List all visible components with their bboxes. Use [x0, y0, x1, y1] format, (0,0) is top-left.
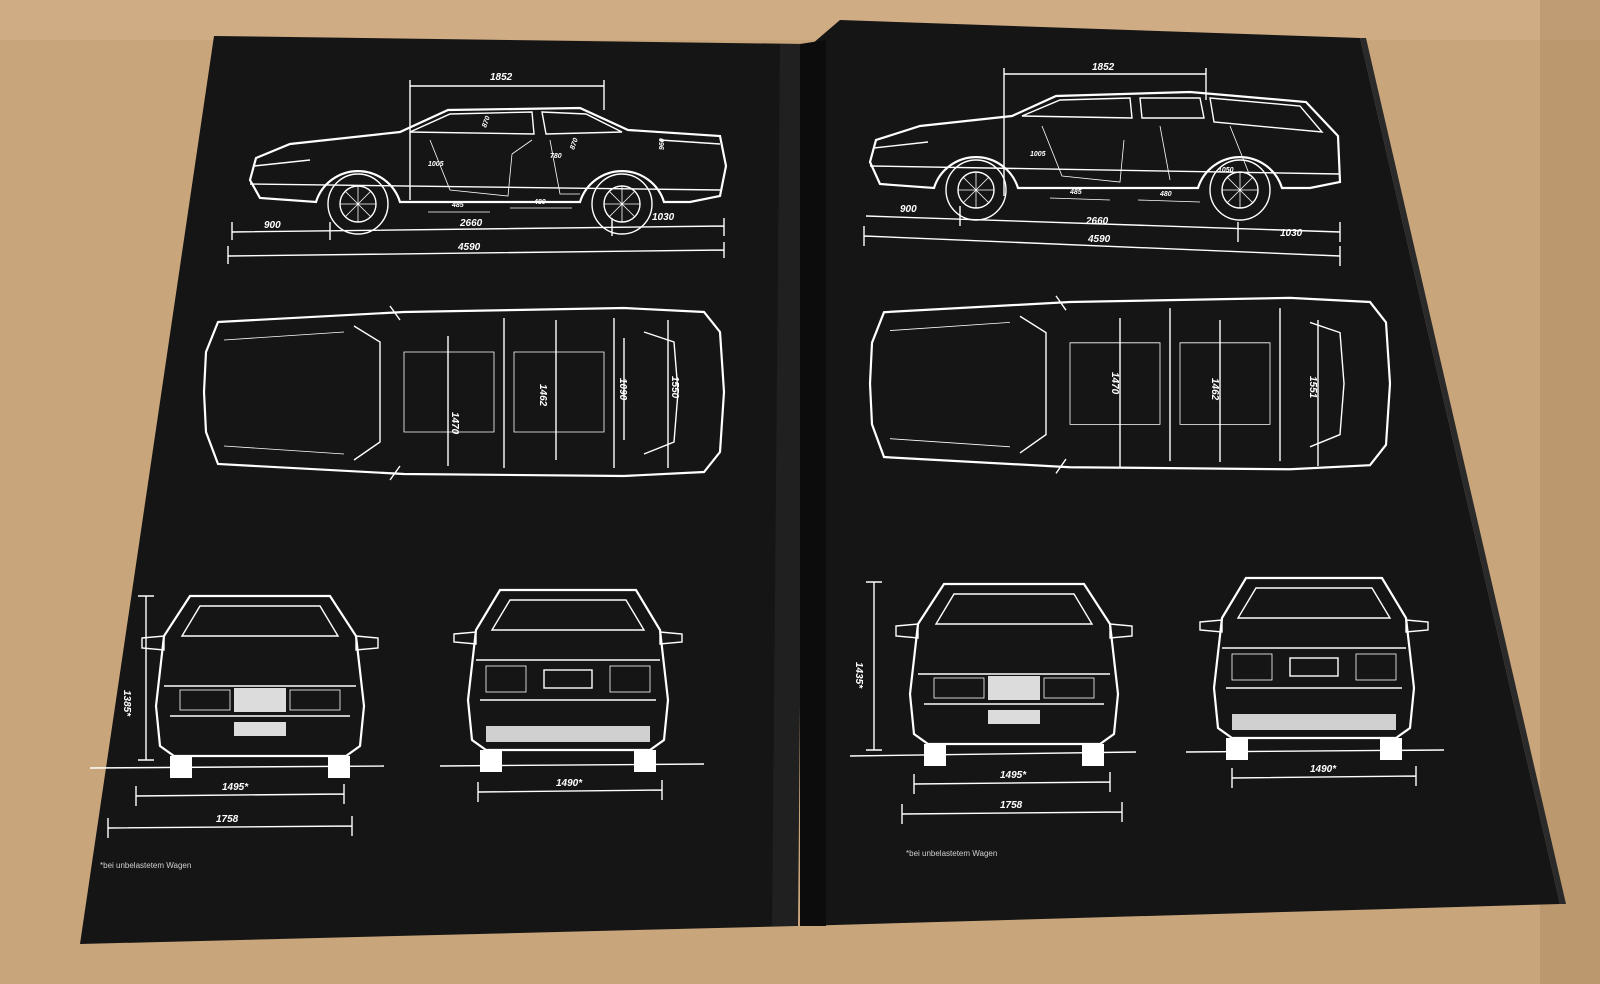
right-top-front-width: 1470: [1109, 372, 1120, 395]
left-interior-b: 870: [569, 137, 580, 150]
left-front-overhang: 900: [264, 220, 281, 231]
right-rear-view-drawing: 1490*: [1185, 576, 1445, 788]
left-overall-length: 4590: [457, 242, 481, 253]
left-legroom-front: 485: [451, 202, 464, 209]
left-interior-a: 870: [481, 115, 492, 128]
left-top-middle-width: 1462: [537, 384, 548, 407]
right-wheelbase: 2660: [1085, 216, 1109, 227]
right-front-height: 1435*: [853, 662, 864, 689]
right-front-track: 1495*: [1000, 770, 1027, 781]
left-front-height: 1385*: [121, 690, 132, 717]
right-top-view-drawing: 1470 1462 1551: [868, 294, 1392, 475]
right-rear-overhang: 1030: [1280, 228, 1303, 239]
left-footnote: *bei unbelastetem Wagen: [100, 861, 191, 870]
left-overall-height: 1852: [490, 72, 513, 83]
left-headroom-front: 1005: [428, 161, 444, 168]
left-rear-view-drawing: 1490*: [439, 588, 705, 802]
right-legroom-rear: 480: [1159, 191, 1172, 198]
left-front-view-drawing: 1385* 1495* 1758: [89, 594, 385, 838]
left-front-track: 1495*: [222, 782, 249, 793]
right-page: [800, 20, 1566, 926]
right-front-width: 1758: [1000, 800, 1023, 811]
left-top-view-drawing: 1470 1462 1090 1550: [202, 304, 726, 482]
right-top-rear-width: 1551: [1307, 376, 1318, 399]
left-page: [80, 36, 806, 944]
right-legroom-front: 485: [1069, 189, 1082, 196]
left-wheelbase: 2660: [459, 218, 483, 229]
right-headroom-front: 1005: [1030, 151, 1046, 158]
left-interior-c: 960: [659, 138, 666, 150]
right-overall-length: 4590: [1087, 234, 1111, 245]
left-side-view-drawing: 1852 900 2660 1030 4590 485 480 780 1005…: [227, 72, 728, 264]
right-top-middle-width: 1462: [1209, 378, 1220, 401]
right-rear-track: 1490*: [1310, 764, 1337, 775]
left-rear-overhang: 1030: [652, 212, 675, 223]
left-top-front-width: 1470: [449, 412, 460, 435]
left-seat-height: 780: [550, 153, 562, 160]
right-footnote: *bei unbelastetem Wagen: [906, 849, 997, 858]
right-rear-hatch: 1050: [1218, 167, 1234, 174]
left-legroom-rear: 480: [533, 199, 546, 206]
right-front-overhang: 900: [900, 204, 917, 215]
right-front-view-drawing: 1435* 1495* 1758: [849, 581, 1137, 824]
right-side-view-drawing: 1852 900 2660 1030 4590 485 480 1050 100…: [863, 62, 1342, 266]
left-front-width: 1758: [216, 814, 239, 825]
right-overall-height: 1852: [1092, 62, 1115, 73]
left-rear-track: 1490*: [556, 778, 583, 789]
left-top-rear-width: 1090: [617, 378, 628, 401]
left-top-boot-length: 1550: [669, 376, 680, 399]
